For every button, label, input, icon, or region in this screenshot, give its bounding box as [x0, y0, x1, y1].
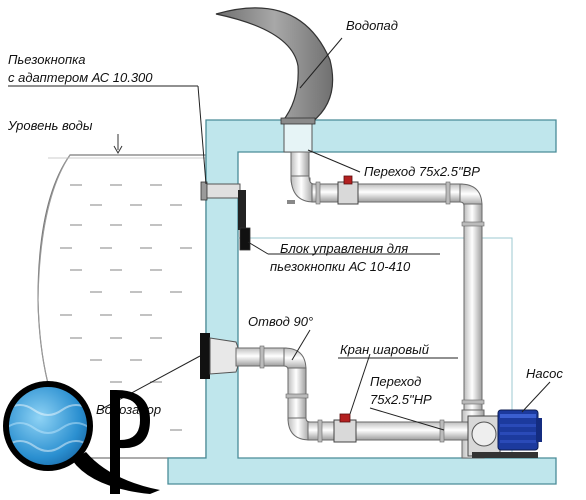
pool-basin — [37, 134, 207, 459]
label-water-level: Уровень воды — [7, 118, 93, 133]
pump — [467, 409, 542, 458]
qp-logo — [3, 381, 160, 494]
control-block — [238, 190, 246, 230]
pool-wall — [167, 119, 557, 485]
label-piezo-adapter: с адаптером АС 10.300 — [8, 70, 153, 85]
label-elbow: Отвод 90° — [248, 314, 313, 329]
waterfall-blade — [215, 7, 334, 123]
water-dashes — [60, 184, 192, 431]
waterfall-adapter — [283, 119, 313, 153]
piezo-button — [200, 181, 241, 201]
leader-lines — [8, 37, 551, 431]
label-piezo-button: Пьезокнопка — [8, 52, 86, 67]
label-transition-bottom-1: Переход — [370, 374, 421, 389]
pipework — [235, 151, 485, 459]
label-waterfall: Водопад — [346, 18, 398, 33]
ball-valve-bottom — [333, 413, 357, 443]
ball-valve-top — [337, 175, 359, 205]
label-control-block-1: Блок управления для — [280, 241, 408, 256]
label-transition-bottom-2: 75x2.5"НР — [370, 392, 432, 407]
label-intake: Водозабор — [96, 402, 161, 417]
label-transition-top: Переход 75x2.5"ВР — [364, 164, 480, 179]
label-control-block-2: пьезокнопки АС 10-410 — [270, 259, 411, 274]
label-pump: Насос — [526, 366, 563, 381]
label-ball-valve: Кран шаровый — [340, 342, 429, 357]
